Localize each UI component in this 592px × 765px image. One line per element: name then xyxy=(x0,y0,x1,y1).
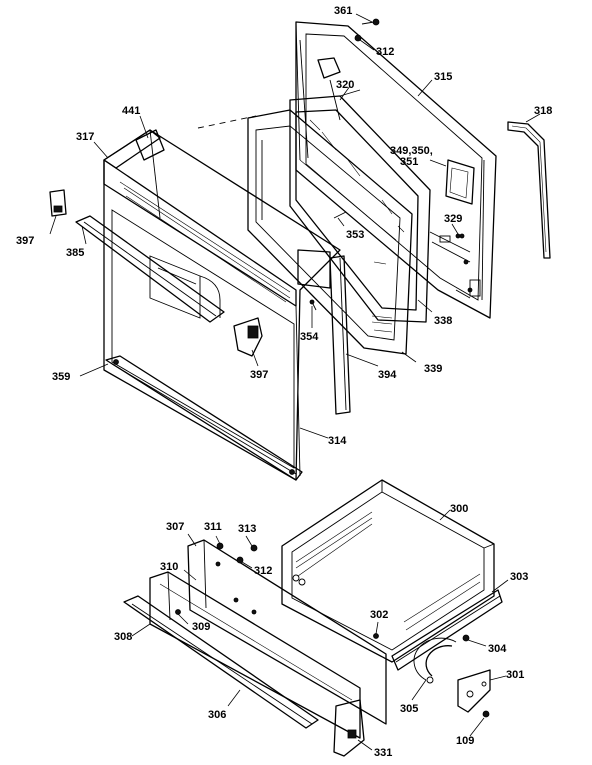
drawer-handle xyxy=(123,595,319,729)
callout-302: 302 xyxy=(370,609,388,621)
callout-307: 307 xyxy=(166,521,184,533)
screw-109 xyxy=(482,710,490,718)
callout-351: 351 xyxy=(400,156,418,168)
drawer-body xyxy=(281,479,495,663)
screw-353 xyxy=(333,211,347,219)
callout-301: 301 xyxy=(506,669,524,681)
callout-329: 329 xyxy=(444,213,462,225)
callout-338: 338 xyxy=(434,315,452,327)
callout-320: 320 xyxy=(336,79,354,91)
callout-304: 304 xyxy=(488,643,507,655)
callout-394: 394 xyxy=(378,369,397,381)
callout-308: 308 xyxy=(114,631,132,643)
callout-312-top: 312 xyxy=(376,46,394,58)
door-gasket xyxy=(507,121,551,259)
callout-339: 339 xyxy=(424,363,442,375)
callout-397-right: 397 xyxy=(250,369,268,381)
screw-312-bottom xyxy=(236,556,244,564)
callout-300: 300 xyxy=(450,503,468,515)
screw-311 xyxy=(216,542,224,550)
callout-311: 311 xyxy=(204,521,222,533)
door-bottom-trim xyxy=(105,355,303,481)
callout-317: 317 xyxy=(76,131,94,143)
callout-315: 315 xyxy=(434,71,452,83)
callout-318: 318 xyxy=(534,105,552,117)
callout-309: 309 xyxy=(192,621,210,633)
drawer-end-cap xyxy=(333,699,365,757)
callout-361: 361 xyxy=(334,5,352,17)
callout-314: 314 xyxy=(328,435,347,447)
assembly-guide-line xyxy=(197,115,257,129)
callout-385: 385 xyxy=(66,247,84,259)
callout-109: 109 xyxy=(456,735,474,747)
glass-frame xyxy=(247,109,413,355)
handle-end-cap-left xyxy=(49,189,67,217)
screw-309 xyxy=(175,609,181,615)
drawer-front-panel xyxy=(149,571,361,739)
screw-302 xyxy=(373,633,379,639)
inner-door-liner xyxy=(295,21,497,319)
screw-329 xyxy=(455,233,461,239)
drawer-inner-panel xyxy=(187,539,387,725)
callout-441: 441 xyxy=(122,105,140,117)
callout-306: 306 xyxy=(208,709,226,721)
handle-end-cap-right xyxy=(233,317,263,357)
callout-303: 303 xyxy=(510,571,528,583)
callout-331: 331 xyxy=(374,747,392,759)
callout-305: 305 xyxy=(400,703,418,715)
callout-312-bottom: 312 xyxy=(254,565,272,577)
callout-353: 353 xyxy=(346,229,364,241)
callout-359: 359 xyxy=(52,371,70,383)
callout-349-350: 349,350, xyxy=(390,145,433,157)
screw-313 xyxy=(250,544,258,552)
callout-354: 354 xyxy=(300,331,319,343)
door-side-trim xyxy=(329,255,351,415)
outer-door-panel xyxy=(103,129,341,481)
callout-397-left: 397 xyxy=(16,235,34,247)
screw-304 xyxy=(462,634,470,642)
rail-bracket xyxy=(457,669,491,713)
door-handle xyxy=(75,215,225,323)
drawer-slide-rail xyxy=(391,589,503,671)
drawer-roller xyxy=(413,637,457,684)
leader-lines xyxy=(49,13,541,751)
callout-313: 313 xyxy=(238,523,256,535)
screw-361 xyxy=(361,18,380,26)
screw-312-top xyxy=(354,34,362,42)
callout-310: 310 xyxy=(160,561,178,573)
screw-354 xyxy=(309,299,317,311)
